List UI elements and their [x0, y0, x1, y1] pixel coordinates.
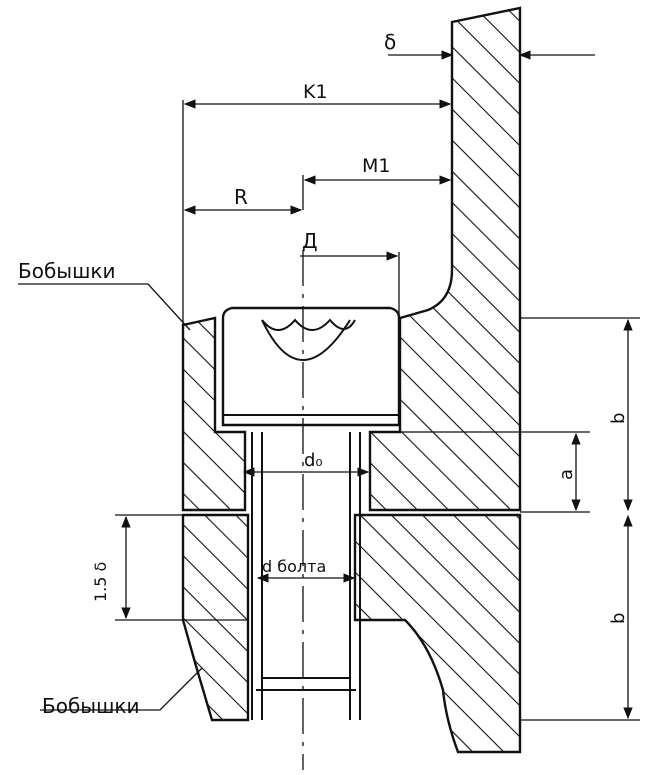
dim-one-five-delta [115, 514, 248, 621]
lower-housing-left [181, 513, 250, 722]
label-boss-upper: Бобышки [18, 259, 115, 283]
label-delta: δ [384, 30, 396, 54]
label-a: a [556, 469, 577, 480]
label-boss-lower: Бобышки [42, 694, 139, 718]
label-head-diameter: Д [302, 229, 318, 253]
dim-m1 [302, 175, 452, 210]
label-m1: M1 [362, 155, 390, 177]
upper-housing-section [368, 6, 522, 512]
dim-b-lower [520, 514, 640, 721]
bolt-shank [251, 432, 361, 720]
label-hole-diameter: d₀ [304, 450, 323, 471]
dim-a [400, 431, 590, 513]
dim-head-diameter [300, 251, 400, 318]
upper-left-boss [181, 316, 247, 512]
label-one-five-delta: 1.5 δ [91, 562, 110, 602]
boss-leaders [18, 283, 203, 711]
lower-housing-right [353, 513, 522, 754]
dim-b-upper [520, 317, 640, 512]
label-r: R [234, 185, 248, 209]
label-b-upper: b [608, 413, 629, 424]
bolt-head [221, 306, 401, 427]
dim-k1 [182, 99, 452, 330]
label-k1: K1 [303, 81, 328, 103]
label-b-lower: b [608, 613, 629, 624]
label-bolt-diameter: d болта [262, 557, 326, 576]
